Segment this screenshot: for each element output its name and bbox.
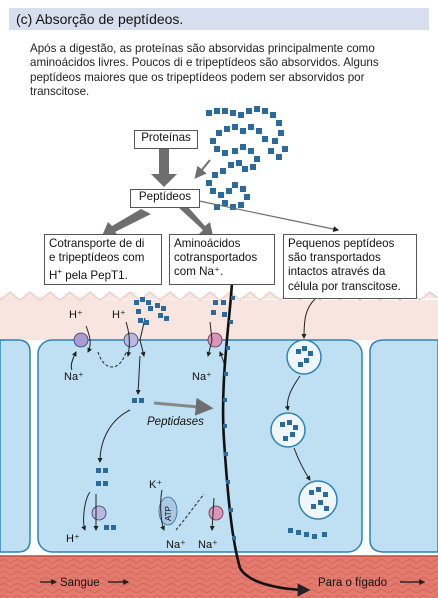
arrow-proteins-to-peptides [151, 149, 177, 187]
k-plus: K⁺ [149, 479, 162, 491]
pept1-line-3: H+ pela PepT1. [49, 267, 128, 283]
proteins-box: Proteínas [134, 130, 198, 149]
amino-acid-cotransport-box: Aminoácidos cotransportados com Na⁺. [169, 234, 275, 285]
amino-line-3: com Na⁺. [174, 265, 224, 279]
na-bottom-2: Na⁺ [198, 539, 218, 551]
vesicle-middle [270, 412, 306, 448]
protein-molecule [206, 106, 288, 210]
na-left: Na⁺ [64, 371, 84, 383]
na-mid: Na⁺ [192, 371, 212, 383]
intro-paragraph: Após a digestão, as proteínas são absorv… [30, 42, 430, 100]
pept1-line-1: Cotransporte de di [49, 237, 145, 250]
h-plus-left: H⁺ [69, 309, 83, 321]
epithelial-cell-left [0, 339, 31, 553]
basolateral-carrier-left [91, 505, 107, 521]
intestinal-lumen [0, 300, 438, 340]
peptidases-label: Peptidases [147, 416, 204, 428]
epithelial-cell-main [37, 339, 363, 553]
to-liver-label: Para o fígado [318, 577, 387, 589]
h-plus-mid: H⁺ [112, 309, 126, 321]
amino-line-1: Aminoácidos [174, 237, 241, 250]
amino-acid-path [221, 281, 311, 597]
atp-label: ATP [164, 506, 173, 521]
proteins-label: Proteínas [141, 131, 191, 144]
intro-line-1: Após a digestão, as proteínas são absorv… [30, 42, 375, 55]
na-carrier-apical [207, 332, 223, 348]
peptide-fragments-lumen [134, 297, 227, 325]
epithelial-cell-right [369, 339, 438, 553]
arrow-peptides-to-transcytosis [198, 200, 340, 232]
vesicle-apical [286, 339, 322, 375]
amino-line-2: cotransportados [174, 251, 258, 265]
peptides-box: Peptídeos [130, 189, 200, 208]
section-header: (c) Absorção de peptídeos. [9, 8, 429, 30]
dipeptides-in-cell [96, 398, 144, 530]
arrow-peptides-to-pept1 [102, 209, 151, 236]
amino-acid-markers [223, 296, 236, 540]
pept1-cotransport-box: Cotransporte de di e tripeptídeos com H+… [44, 234, 162, 285]
intro-line-3: peptídeos maiores que os tripeptídeos po… [30, 70, 365, 84]
transcytosis-line-1: Pequenos peptídeos [288, 237, 395, 250]
blood-label: Sangue [60, 577, 100, 589]
arrow-peptidases [153, 397, 214, 416]
na-k-atpase [158, 496, 178, 526]
section-title: (c) Absorção de peptídeos. [16, 11, 184, 27]
na-bottom-1: Na⁺ [166, 539, 186, 551]
transcytosis-box: Pequenos peptídeos são transportados int… [283, 234, 417, 299]
vesicle-peptides [280, 346, 329, 539]
h-plus-bottom: H⁺ [66, 533, 80, 545]
arrow-peptides-to-amino [178, 207, 213, 236]
transcytosis-line-4: célula por transcitose. [288, 279, 401, 293]
transcytosis-line-2: são transportados [288, 251, 381, 265]
peptides-label: Peptídeos [138, 190, 192, 203]
pept1-line-2: e tripeptídeos com [49, 251, 145, 265]
intro-line-4: transcitose. [30, 85, 90, 99]
transcytosis-line-3: intactos através da [288, 265, 386, 279]
pept1-carrier-mid [123, 332, 139, 348]
pept1-carrier-left [73, 332, 89, 348]
intro-line-2: aminoácidos livres. Poucos di e tripeptí… [30, 56, 379, 70]
basolateral-carrier-mid [208, 505, 224, 521]
